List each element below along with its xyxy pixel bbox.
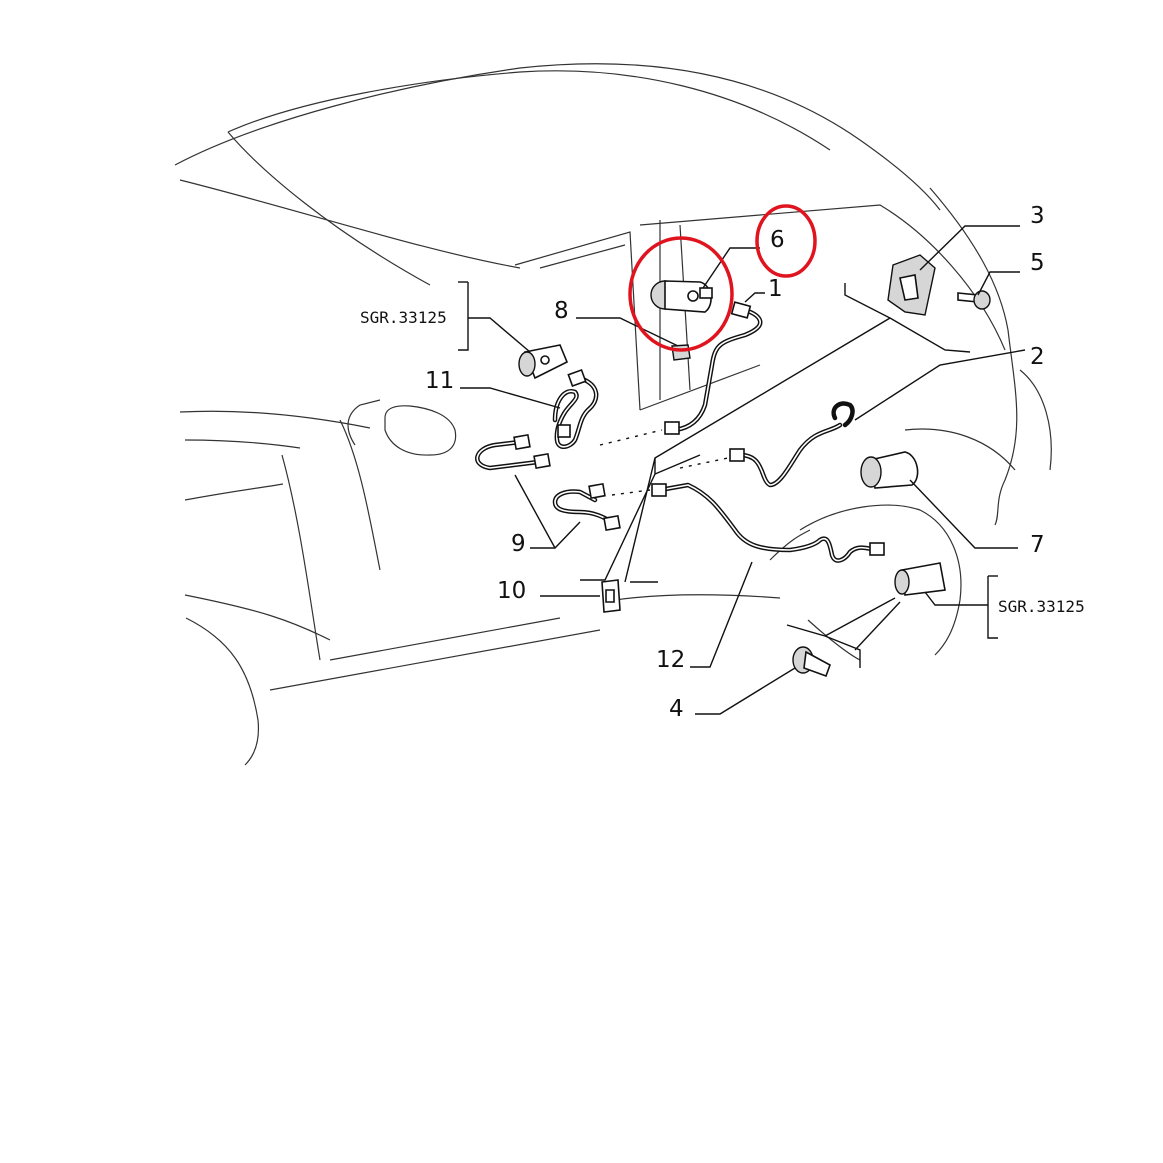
screw-part-5	[957, 290, 991, 310]
group-brackets	[580, 283, 971, 668]
callout-8: 8	[554, 298, 569, 324]
callout-9: 9	[511, 531, 526, 557]
callout-4: 4	[669, 696, 684, 722]
callout-3: 3	[1030, 203, 1045, 229]
sgr-component-left	[518, 344, 569, 380]
callout-1: 1	[768, 276, 783, 302]
bolt-part-8	[671, 344, 691, 361]
group-ref-right: SGR.33125	[998, 597, 1085, 616]
bracket-part-3	[887, 254, 936, 316]
callout-2: 2	[1030, 344, 1045, 370]
alignment-lines	[599, 429, 729, 496]
car-body-outline	[174, 63, 1052, 766]
callout-11: 11	[425, 368, 454, 394]
callout-6: 6	[770, 227, 785, 253]
bleed-screw-part-4	[792, 646, 831, 678]
callout-labels: 1 2 3 4 5 6 7 8 9 10 11 12	[425, 203, 1045, 722]
callout-10: 10	[497, 578, 526, 604]
callout-12: 12	[656, 647, 685, 673]
highlight-circle-part	[628, 236, 734, 352]
highlight-marks	[628, 204, 817, 352]
sgr-component-right	[894, 562, 946, 596]
wheel-cylinder-part-7	[860, 451, 919, 489]
brake-regulator-part-6	[650, 280, 713, 313]
highlight-circle-number	[755, 204, 817, 278]
parts	[513, 254, 991, 678]
callout-5: 5	[1030, 250, 1045, 276]
group-references: SGR.33125 SGR.33125	[360, 308, 1085, 616]
clip-part-10	[601, 579, 621, 613]
pipe-fittings	[513, 368, 885, 556]
brake-pipes	[475, 307, 879, 563]
group-ref-left: SGR.33125	[360, 308, 447, 327]
callout-leaders	[458, 225, 1026, 715]
fitting-part-1	[730, 301, 752, 319]
callout-7: 7	[1030, 532, 1045, 558]
